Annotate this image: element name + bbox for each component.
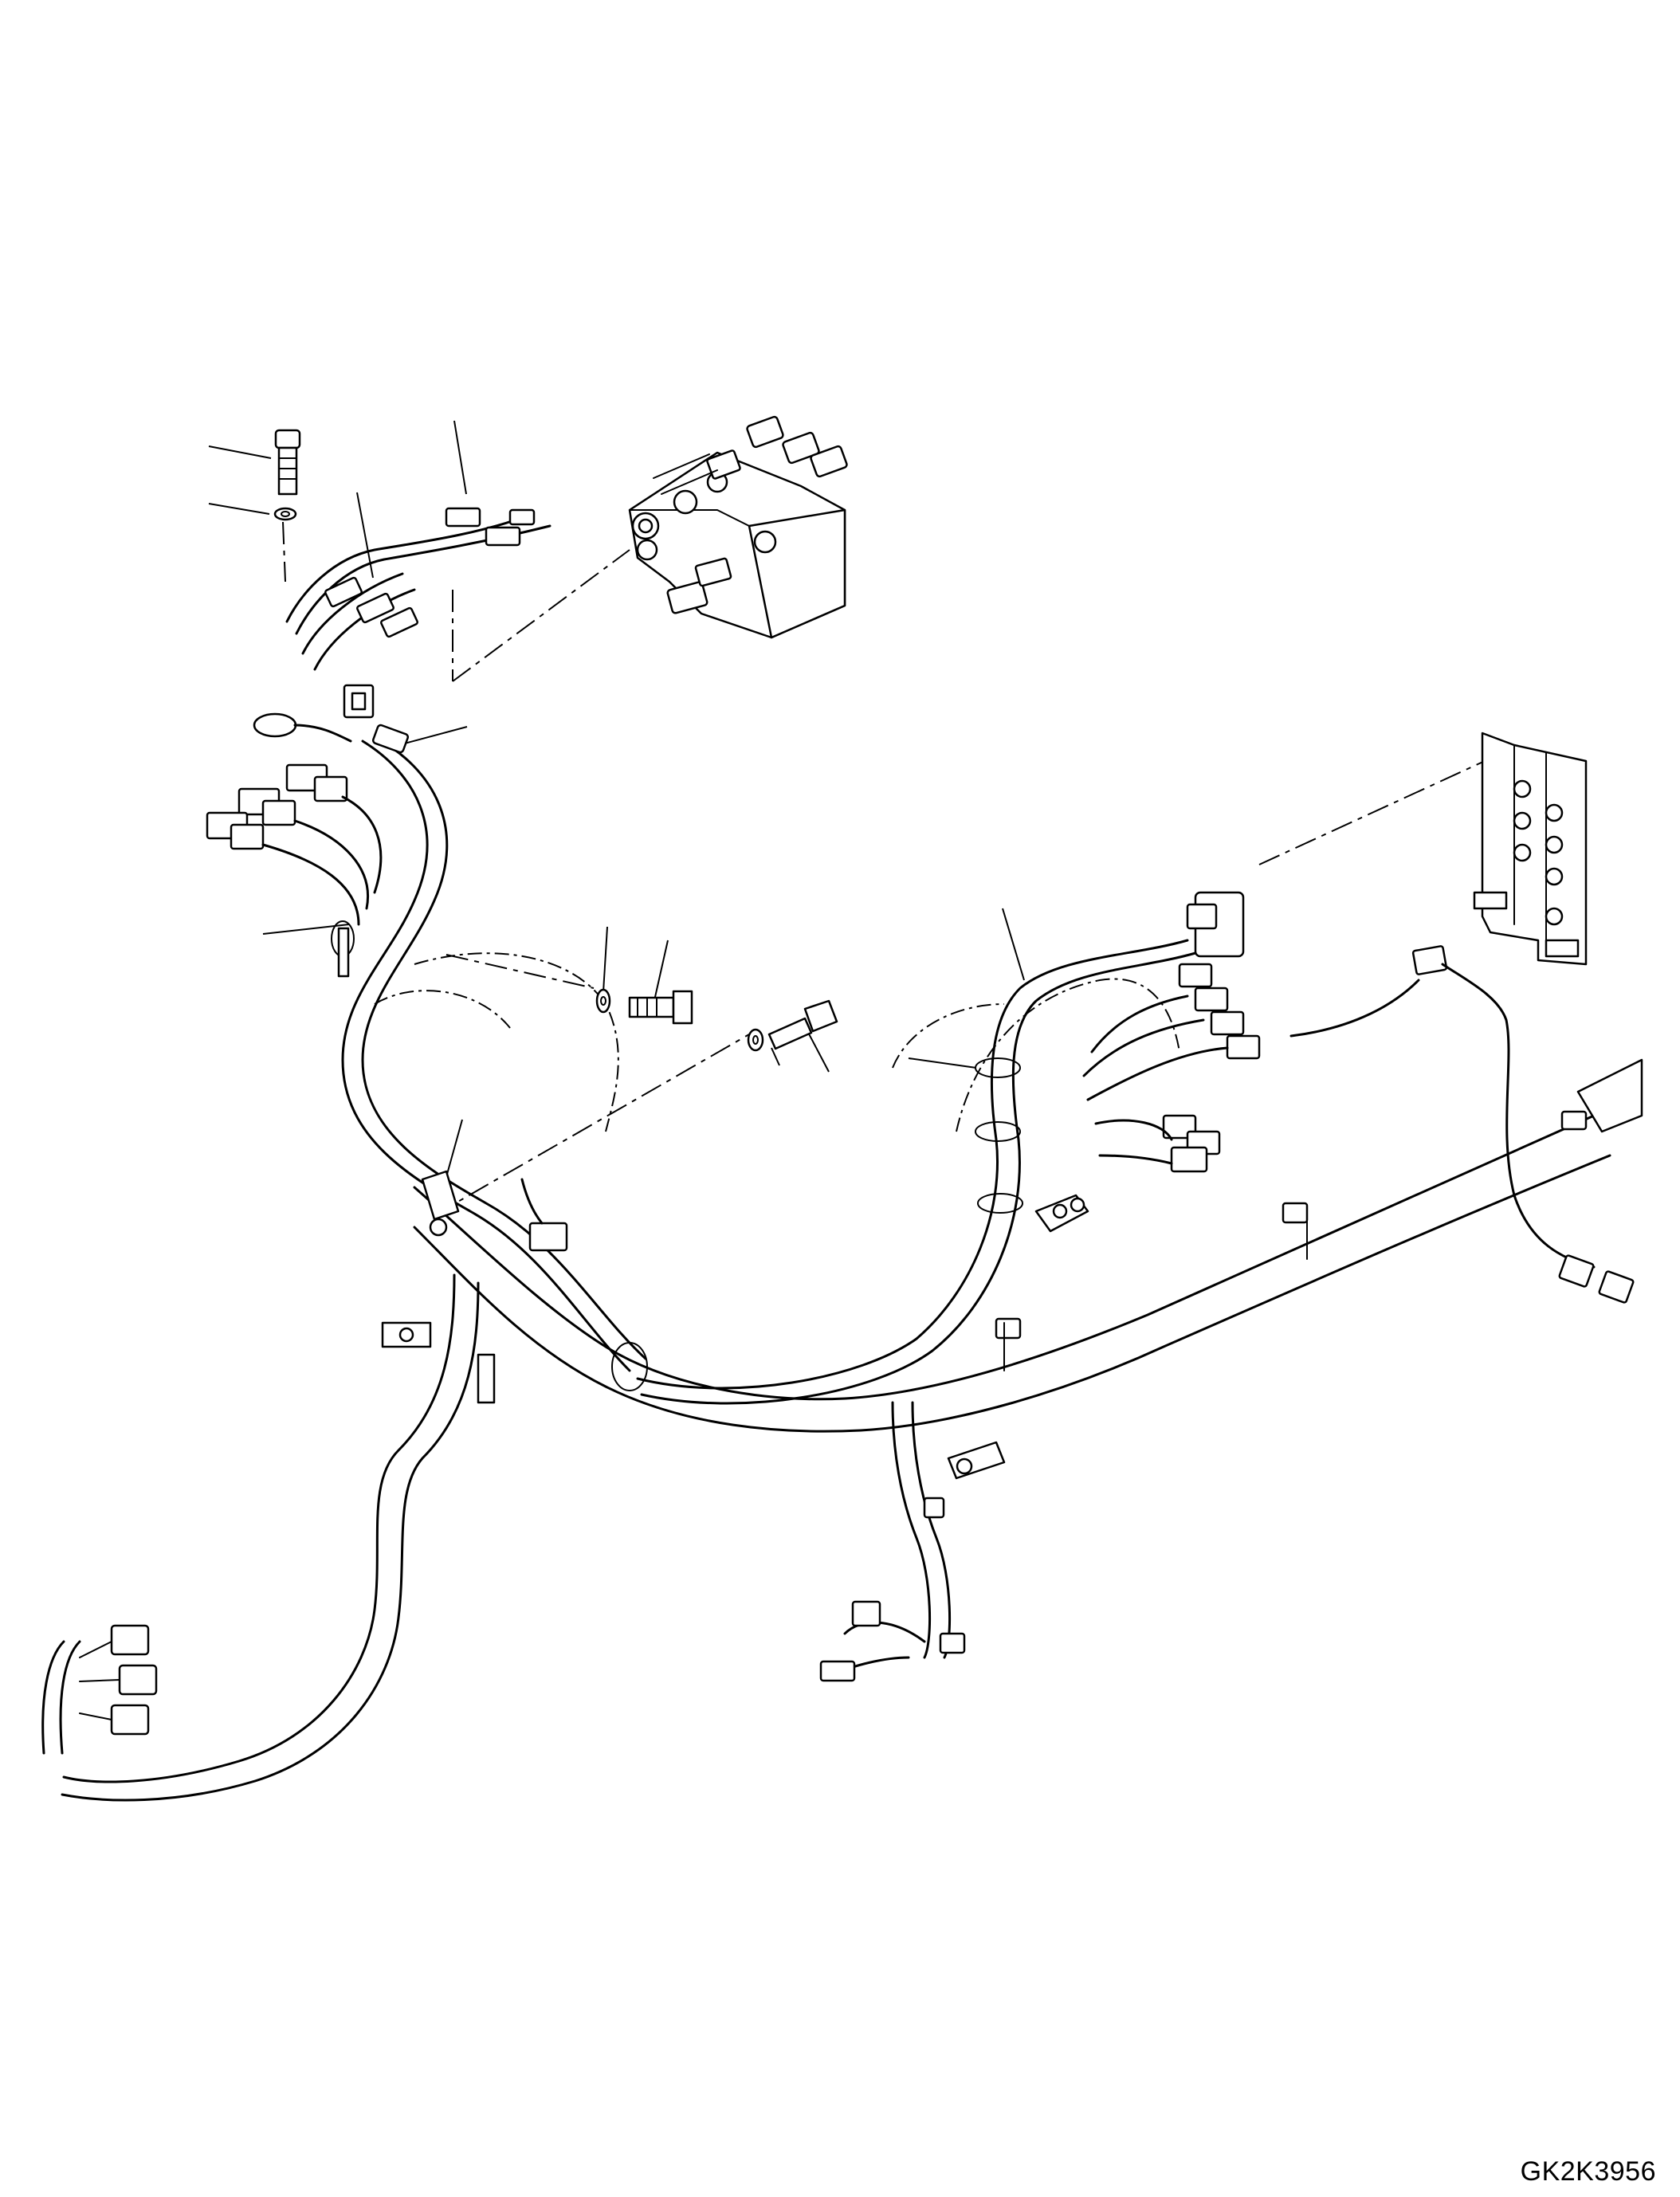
left-connectors <box>206 763 383 926</box>
washer-right <box>747 1028 764 1052</box>
leader-clamp-top <box>398 726 468 746</box>
cable-band-right-1 <box>975 1057 1021 1078</box>
cross-harness <box>413 1058 1643 1433</box>
leader-bolt-top <box>208 445 272 459</box>
center-connector <box>520 1178 568 1252</box>
align-line-bolt-right <box>434 1034 750 1216</box>
right-harness <box>636 891 1261 1405</box>
drawing-id-label: GK2K3956 <box>1520 2156 1656 2187</box>
cable-band-right-3 <box>977 1193 1023 1214</box>
leader-connector-top <box>453 420 467 495</box>
bolt-right <box>767 999 838 1050</box>
cable-clamp-top <box>371 724 410 754</box>
leader-washer-mid <box>603 926 608 993</box>
leader-band-left <box>262 924 350 935</box>
mounting-bracket <box>1473 732 1588 966</box>
align-line-bolt <box>282 521 286 583</box>
leader-washer-right <box>771 1047 780 1066</box>
align-line-bracket <box>1258 747 1515 865</box>
callout-leaders <box>208 420 1025 1192</box>
right-side-harness <box>1289 945 1635 1304</box>
leader-harness-right <box>1002 908 1025 981</box>
left-lower-harness <box>41 1170 496 1802</box>
end-connector-1 <box>110 1624 150 1656</box>
bolt-mid <box>628 990 693 1025</box>
valve-block <box>628 415 848 639</box>
main-cable <box>331 724 647 1372</box>
washer-top <box>273 507 297 521</box>
alignment-lines <box>282 521 1515 1216</box>
upper-harness <box>253 507 551 743</box>
top-connector <box>445 507 481 528</box>
cross-band <box>611 1342 648 1391</box>
leader-band-right <box>908 1057 977 1069</box>
clamp-left <box>421 1170 460 1221</box>
cable-band-right-2 <box>975 1121 1021 1142</box>
washer-mid <box>595 988 611 1014</box>
bolt-top <box>274 429 301 496</box>
leader-washer-top <box>208 503 270 515</box>
align-line-bolt-mid <box>446 954 595 989</box>
leader-bolt-mid <box>653 940 669 1005</box>
align-line-valve <box>452 549 630 682</box>
center-lower-harness <box>819 1401 1006 1682</box>
